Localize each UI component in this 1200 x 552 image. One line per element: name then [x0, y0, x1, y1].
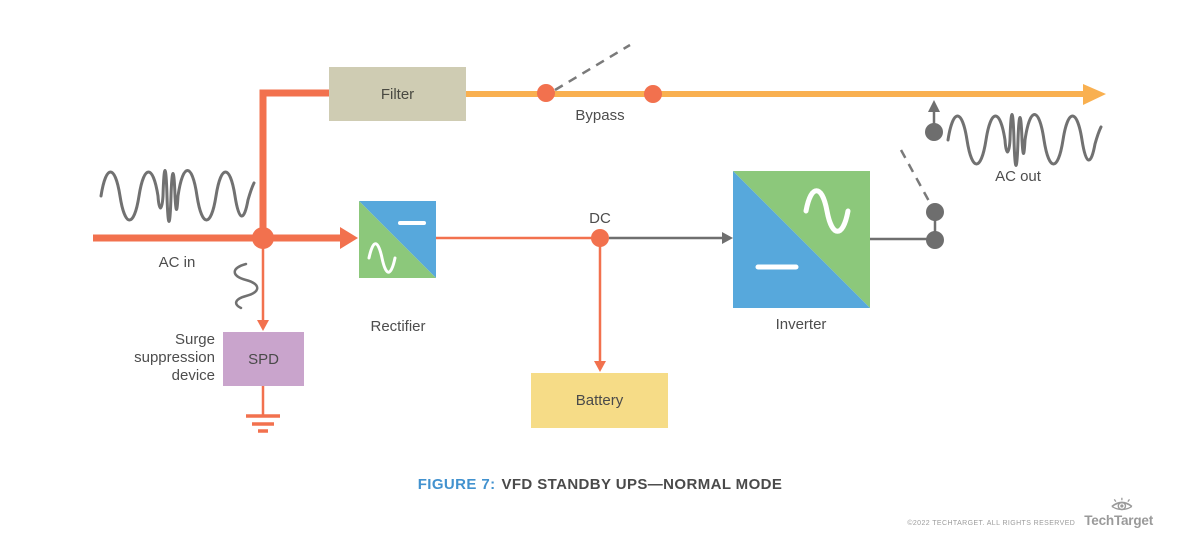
inverter-label: Inverter: [775, 316, 827, 333]
ac-in-label: AC in: [158, 254, 196, 271]
surge-suppression-label: Surge suppression device: [134, 331, 215, 384]
rectifier-ac-triangle: [359, 201, 436, 278]
bypass-line: [466, 84, 1106, 105]
battery-label: Battery: [575, 392, 624, 409]
dc-bus: [609, 232, 733, 244]
bypass-switch-blade-dashed: [554, 43, 631, 92]
ac-out-waveform-icon: [946, 113, 1103, 167]
rectifier-ac-symbol: [367, 242, 397, 274]
inverter-block: [733, 171, 870, 308]
dc-label: DC: [589, 210, 611, 227]
bypass-switch-dot-left: [537, 84, 555, 102]
footer: ©2022 TECHTARGET. ALL RIGHTS RESERVED Te…: [907, 497, 1153, 530]
bypass-switch-dot-right: [644, 85, 662, 103]
techtarget-eye-icon: [1110, 497, 1132, 511]
spd-branch: [246, 244, 280, 433]
ac-out-label: AC out: [995, 168, 1041, 185]
rectifier-label: Rectifier: [370, 318, 426, 335]
battery-box: Battery: [531, 373, 668, 428]
rectifier-block: [359, 201, 436, 278]
figure-caption: FIGURE 7: VFD STANDBY UPS—NORMAL MODE: [0, 476, 1200, 493]
inverter-ac-symbol: [803, 188, 851, 234]
inverter-dc-triangle: [733, 171, 870, 308]
bypass-switch: [537, 43, 662, 103]
surge-squiggle-icon: [233, 262, 259, 310]
techtarget-logo: TechTarget: [1084, 497, 1153, 530]
spd-box: SPD: [223, 332, 304, 386]
dc-node-dot: [591, 229, 609, 247]
output-switch: [870, 100, 944, 249]
ac-in-line: [93, 89, 341, 242]
spd-label: SPD: [248, 350, 279, 368]
rectifier-input-arrowhead: [340, 227, 358, 249]
figure-title: VFD STANDBY UPS—NORMAL MODE: [501, 476, 783, 493]
filter-label: Filter: [380, 85, 415, 103]
spd-arrowhead: [257, 320, 269, 331]
battery-branch: [594, 238, 606, 372]
figure-number: FIGURE 7:: [417, 476, 496, 493]
output-switch-blade-dashed: [899, 149, 932, 204]
inverter-input-arrowhead: [722, 232, 733, 244]
output-tap-dot: [925, 123, 943, 141]
output-tap-arrowhead: [928, 100, 940, 112]
filter-box: Filter: [329, 67, 466, 121]
bypass-label: Bypass: [575, 107, 625, 124]
output-switch-dot-middle: [926, 203, 944, 221]
battery-arrowhead: [594, 361, 606, 372]
brand-name: TechTarget: [1084, 513, 1153, 528]
junction-to-filter-line: [259, 89, 329, 238]
bypass-output-arrowhead: [1083, 84, 1106, 105]
output-switch-dot-lower: [926, 231, 944, 249]
copyright-text: ©2022 TECHTARGET. ALL RIGHTS RESERVED: [907, 520, 1076, 527]
ac-in-waveform-icon: [99, 169, 256, 223]
junction-dot: [252, 227, 274, 249]
